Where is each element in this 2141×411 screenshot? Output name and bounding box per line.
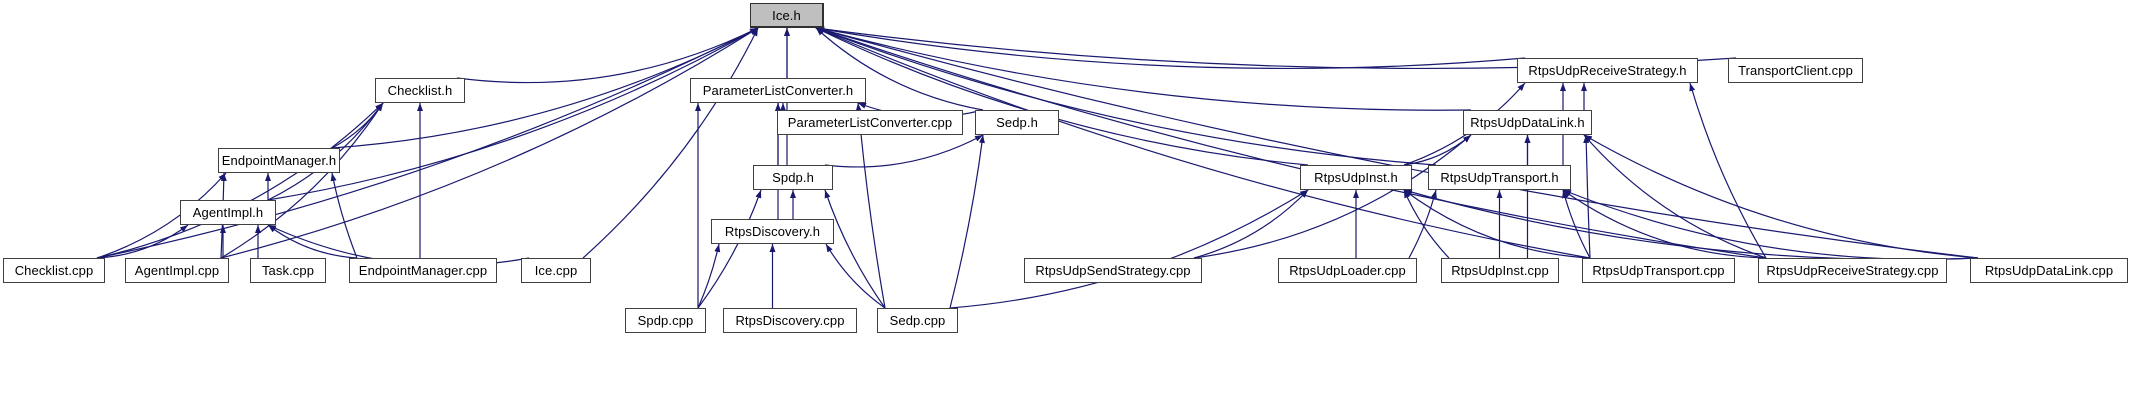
graph-node-label: RtpsUdpInst.h — [1314, 170, 1398, 185]
graph-node-spdp-h[interactable]: Spdp.h — [753, 165, 833, 190]
graph-node-rtpsudpreceivestrategy-h[interactable]: RtpsUdpReceiveStrategy.h — [1517, 58, 1698, 83]
graph-node-label: RtpsUdpDataLink.h — [1470, 115, 1585, 130]
graph-node-label: EndpointManager.cpp — [358, 263, 488, 278]
graph-edge — [96, 172, 227, 259]
graph-node-rtpsudpinst-h[interactable]: RtpsUdpInst.h — [1300, 165, 1412, 190]
graph-edge — [582, 27, 759, 259]
graph-node-label: RtpsUdpTransport.cpp — [1592, 263, 1725, 278]
graph-edge — [824, 134, 984, 168]
graph-edge — [1583, 134, 1591, 259]
graph-edge — [96, 224, 189, 259]
graph-node-label: AgentImpl.h — [192, 205, 264, 220]
graph-node-agentimpl-h[interactable]: AgentImpl.h — [180, 200, 276, 225]
graph-edge — [815, 27, 984, 111]
graph-edge — [96, 27, 759, 259]
graph-node-label: Checklist.cpp — [14, 263, 94, 278]
graph-node-label: ParameterListConverter.h — [702, 83, 854, 98]
graph-edge — [267, 27, 759, 201]
graph-node-label: Sedp.h — [996, 115, 1038, 130]
graph-node-paramlistconv-h[interactable]: ParameterListConverter.h — [690, 78, 866, 103]
graph-edge — [1583, 134, 1979, 259]
graph-edge — [815, 27, 1767, 259]
graph-edge — [220, 27, 759, 259]
graph-node-label: AgentImpl.cpp — [134, 263, 220, 278]
graph-node-label: RtpsDiscovery.cpp — [735, 313, 845, 328]
graph-node-label: Task.cpp — [261, 263, 315, 278]
graph-node-label: Spdp.h — [772, 170, 814, 185]
graph-edge — [697, 243, 721, 309]
graph-node-label: RtpsUdpSendStrategy.cpp — [1035, 263, 1191, 278]
graph-node-label: RtpsUdpTransport.h — [1440, 170, 1559, 185]
graph-node-agentimpl-cpp[interactable]: AgentImpl.cpp — [125, 258, 229, 283]
graph-node-label: ParameterListConverter.cpp — [787, 115, 953, 130]
graph-edge — [825, 243, 886, 309]
graph-edge — [220, 102, 384, 259]
graph-edge — [824, 189, 886, 309]
graph-node-rtpsdiscovery-cpp[interactable]: RtpsDiscovery.cpp — [723, 308, 857, 333]
graph-node-paramlistconv-cpp[interactable]: ParameterListConverter.cpp — [777, 110, 963, 135]
graph-edge — [815, 27, 1472, 111]
graph-edge — [1408, 189, 1437, 259]
graph-node-label: RtpsUdpDataLink.cpp — [1984, 263, 2114, 278]
graph-node-checklist-h[interactable]: Checklist.h — [375, 78, 465, 103]
graph-node-label: Spdp.cpp — [637, 313, 694, 328]
graph-edge — [815, 27, 1591, 259]
graph-edge — [456, 27, 759, 84]
graph-node-sedp-cpp[interactable]: Sedp.cpp — [877, 308, 958, 333]
graph-node-label: EndpointManager.h — [221, 153, 337, 168]
graph-edge — [815, 26, 1526, 70]
graph-edge — [1583, 134, 1767, 259]
graph-node-label: Checklist.h — [387, 83, 453, 98]
graph-node-rtpsdiscovery-h[interactable]: RtpsDiscovery.h — [711, 219, 834, 244]
graph-edge — [1689, 82, 1767, 259]
graph-edge — [1562, 189, 1767, 259]
graph-edge — [330, 172, 358, 259]
graph-node-ice-cpp[interactable]: Ice.cpp — [521, 258, 591, 283]
graph-node-rtpsudpreceivestrategy-cpp[interactable]: RtpsUdpReceiveStrategy.cpp — [1758, 258, 1947, 283]
graph-node-label: Sedp.cpp — [889, 313, 946, 328]
graph-node-rtpsudpdatalink-cpp[interactable]: RtpsUdpDataLink.cpp — [1970, 258, 2128, 283]
graph-edge — [949, 134, 985, 309]
graph-node-label: Ice.cpp — [534, 263, 578, 278]
graph-node-rtpsudploader-cpp[interactable]: RtpsUdpLoader.cpp — [1278, 258, 1417, 283]
graph-node-rtpsudptransport-h[interactable]: RtpsUdpTransport.h — [1428, 165, 1571, 190]
graph-edge — [697, 189, 762, 309]
graph-edge — [1193, 189, 1309, 259]
graph-node-label: Ice.h — [772, 7, 801, 23]
graph-node-label: RtpsUdpReceiveStrategy.cpp — [1766, 263, 1939, 278]
graph-node-rtpsudpsendstrategy-cpp[interactable]: RtpsUdpSendStrategy.cpp — [1024, 258, 1202, 283]
graph-node-label: RtpsUdpInst.cpp — [1451, 263, 1549, 278]
graph-node-rtpsudpinst-cpp[interactable]: RtpsUdpInst.cpp — [1441, 258, 1559, 283]
graph-node-sedp-h[interactable]: Sedp.h — [975, 110, 1059, 135]
graph-node-endpointmanager-h[interactable]: EndpointManager.h — [218, 148, 340, 173]
graph-node-label: RtpsDiscovery.h — [724, 224, 821, 239]
graph-edge — [1403, 189, 1591, 259]
graph-node-ice-h[interactable]: Ice.h — [750, 3, 824, 28]
graph-node-checklist-cpp[interactable]: Checklist.cpp — [3, 258, 105, 283]
graph-node-label: RtpsUdpLoader.cpp — [1289, 263, 1406, 278]
graph-edge — [1193, 134, 1472, 259]
graph-node-transportclient-cpp[interactable]: TransportClient.cpp — [1728, 58, 1863, 83]
graph-node-rtpsudptransport-cpp[interactable]: RtpsUdpTransport.cpp — [1582, 258, 1735, 283]
graph-node-endpointmanager-cpp[interactable]: EndpointManager.cpp — [349, 258, 497, 283]
graph-node-rtpsudpdatalink-h[interactable]: RtpsUdpDataLink.h — [1463, 110, 1592, 135]
graph-node-label: RtpsUdpReceiveStrategy.h — [1528, 63, 1687, 78]
graph-node-task-cpp[interactable]: Task.cpp — [250, 258, 326, 283]
graph-node-spdp-cpp[interactable]: Spdp.cpp — [625, 308, 706, 333]
graph-node-label: TransportClient.cpp — [1738, 63, 1853, 78]
